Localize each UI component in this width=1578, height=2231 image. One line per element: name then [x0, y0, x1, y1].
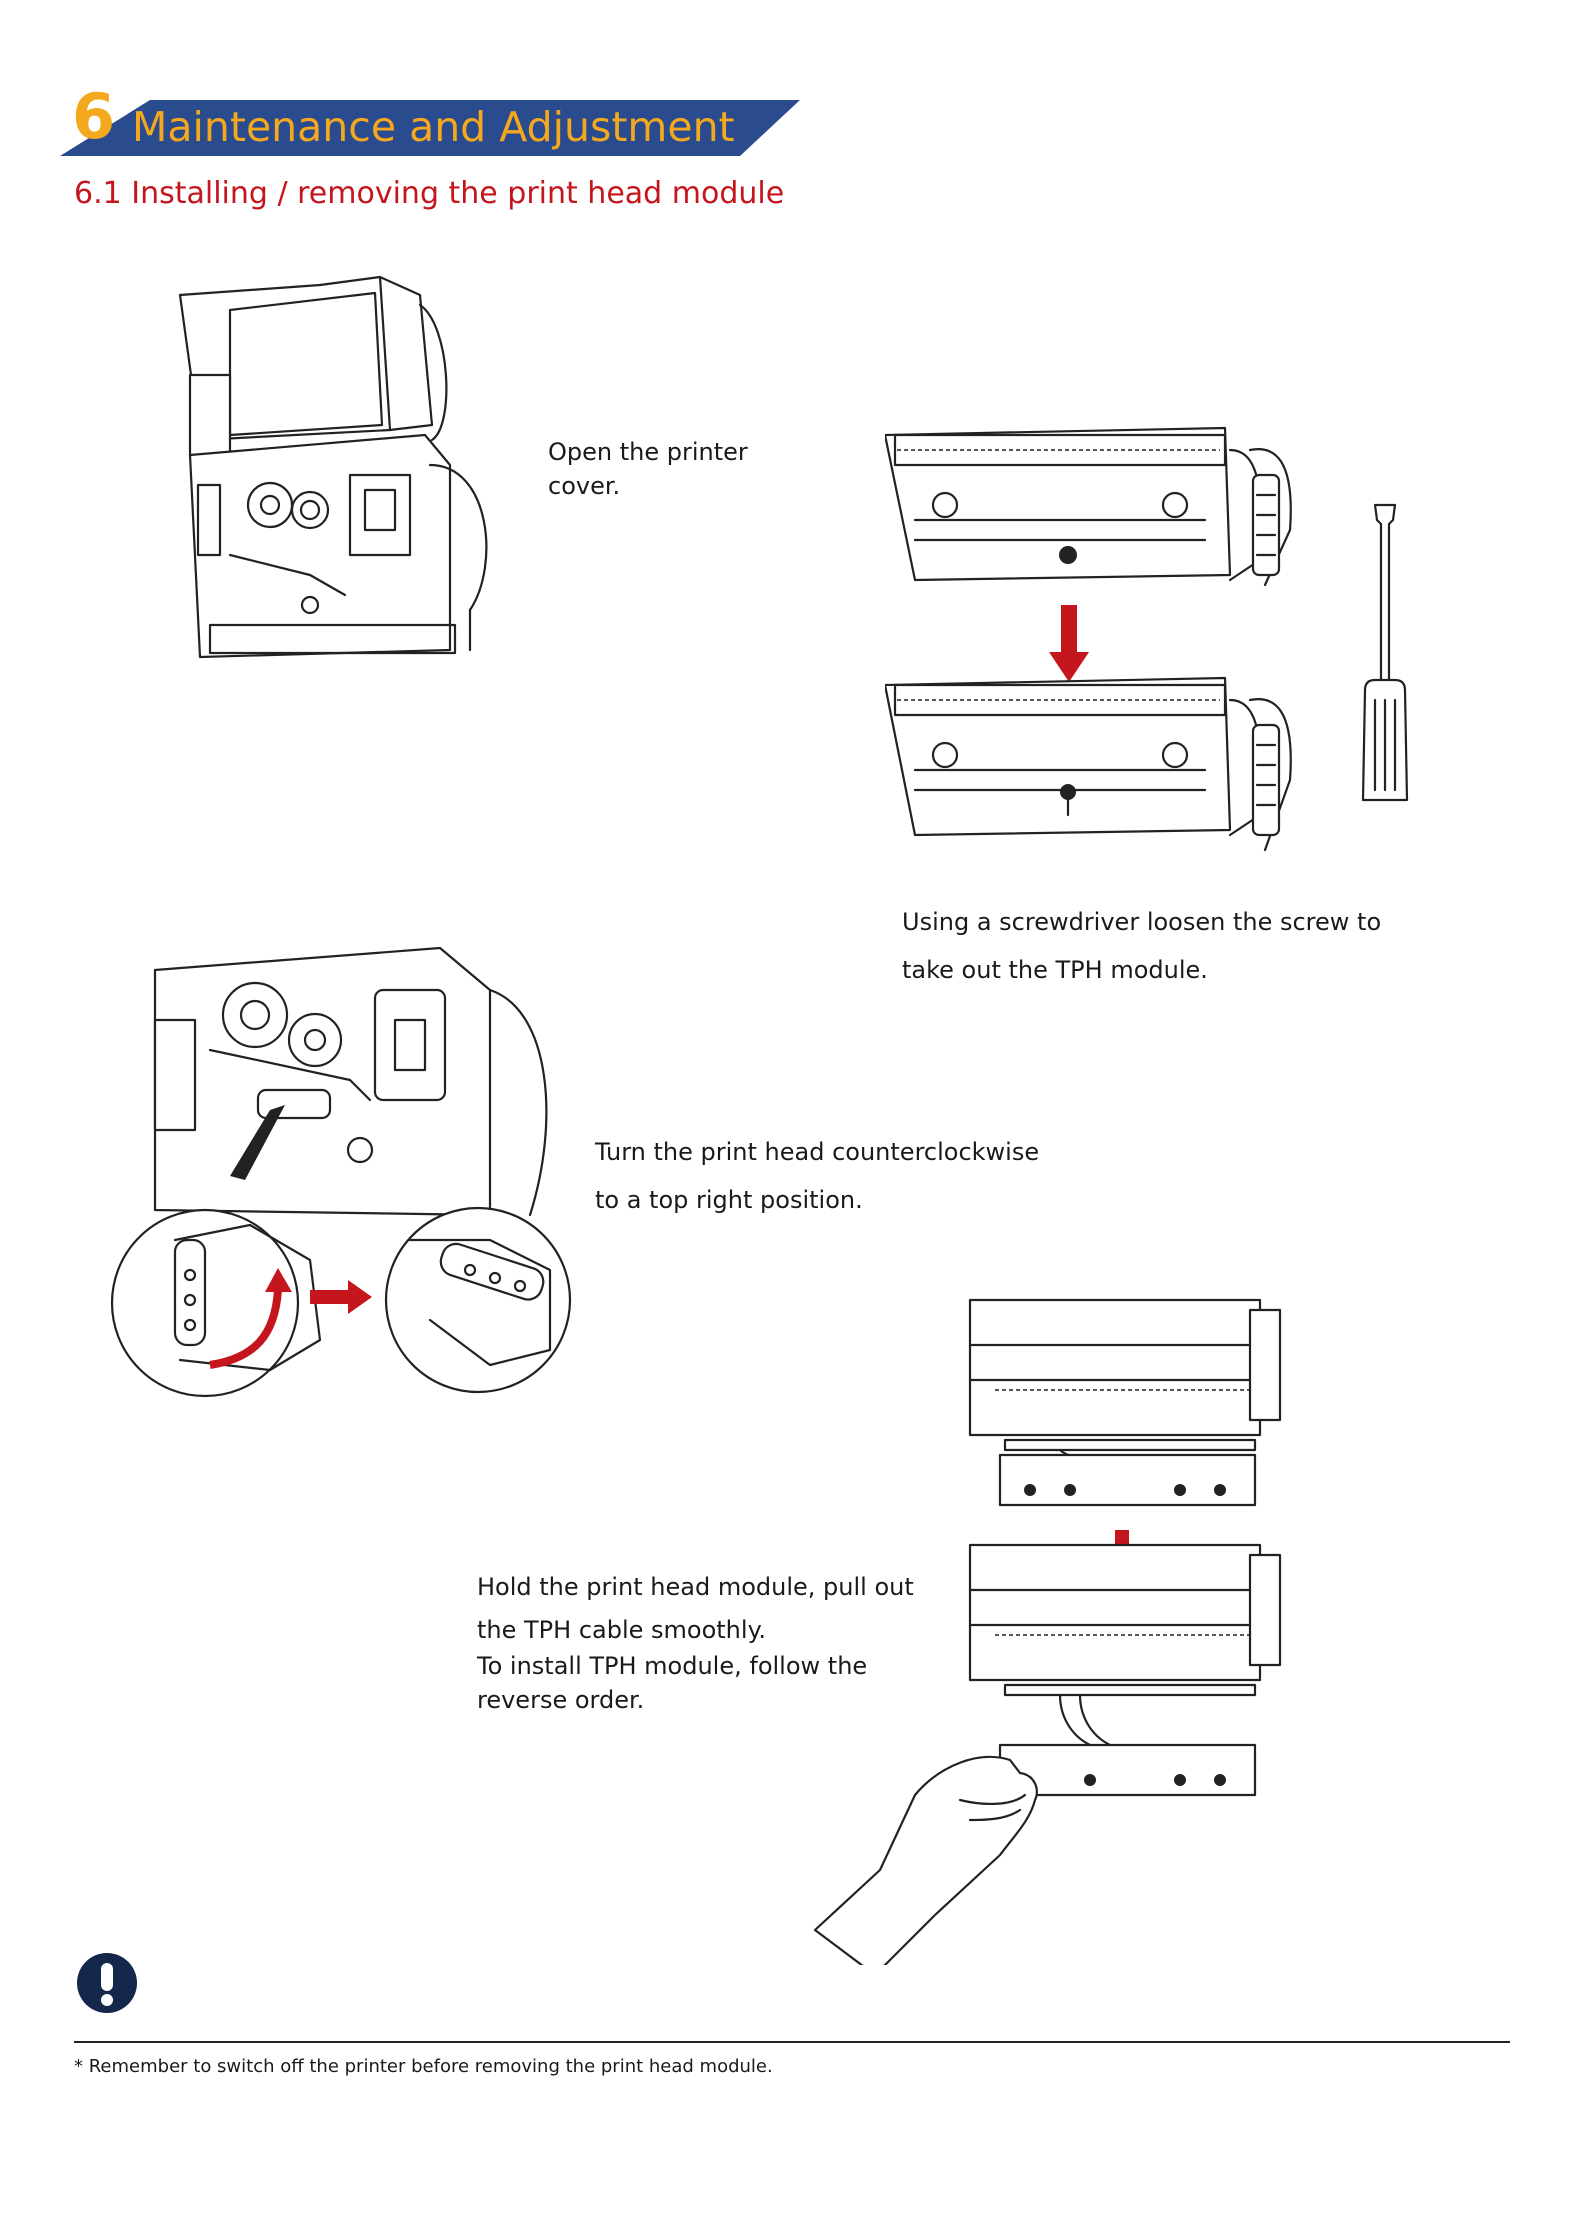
step-2-caption: Using a screwdriver loosen the screw to … [902, 898, 1381, 994]
chapter-banner [60, 100, 800, 156]
step-2-line-2: take out the TPH module. [902, 956, 1208, 984]
screwdriver-icon [1361, 503, 1409, 802]
step-1-line-1: Open the printer [548, 438, 748, 466]
exclamation-icon [77, 1953, 137, 2013]
printhead-rotate-illustration [110, 946, 572, 1398]
step-1-line-2: cover. [548, 472, 621, 500]
note-text: * Remember to switch off the printer bef… [74, 2056, 773, 2077]
step-1-caption: Open the printer cover. [548, 435, 748, 503]
step-2-line-1: Using a screwdriver loosen the screw to [902, 908, 1382, 936]
section-title: 6.1 Installing / removing the print head… [74, 176, 785, 211]
tph-cable-hand-illustration [813, 1298, 1282, 1965]
chapter-number: 6 [72, 80, 116, 153]
step-4-caption: Hold the print head module, pull out the… [477, 1563, 914, 1717]
step-4-line-4: reverse order. [477, 1686, 645, 1714]
chapter-title: Maintenance and Adjustment [132, 103, 735, 151]
step-3-caption: Turn the print head counterclockwise to … [595, 1128, 1039, 1224]
note-divider [74, 2041, 1510, 2043]
step-3-line-2: to a top right position. [595, 1186, 863, 1214]
printer-open-illustration [178, 275, 488, 659]
step-4-line-3: To install TPH module, follow the [477, 1652, 868, 1680]
tph-module-screw-illustration [885, 426, 1292, 852]
step-3-line-1: Turn the print head counterclockwise [595, 1138, 1040, 1166]
step-4-line-1: Hold the print head module, pull out [477, 1573, 914, 1601]
step-4-line-2: the TPH cable smoothly. [477, 1616, 766, 1644]
